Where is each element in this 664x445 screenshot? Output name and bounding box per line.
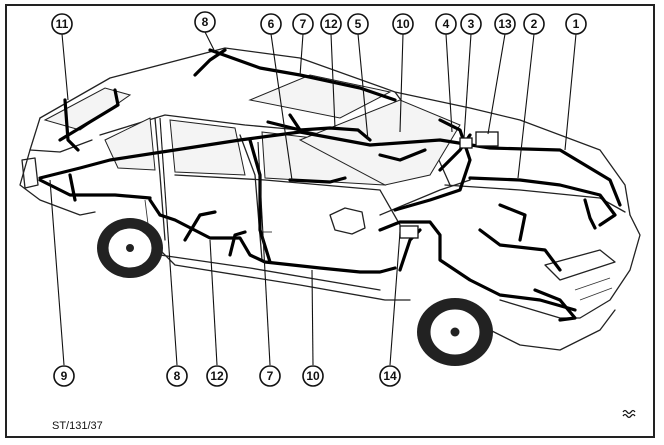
sunroof: [248, 74, 392, 119]
callout-8-bottom: 8: [166, 365, 188, 387]
svg-text:4: 4: [443, 17, 450, 31]
callout-8-top: 8: [194, 11, 216, 33]
harness-front-door: [288, 176, 347, 184]
callout-7-bottom: 7: [259, 365, 281, 387]
callout-6: 6: [260, 13, 282, 35]
rear-door-window: [169, 119, 246, 176]
callout-13: 13: [494, 13, 516, 35]
harness-tailgate: [63, 98, 80, 152]
svg-text:10: 10: [306, 369, 320, 383]
callout-4: 4: [435, 13, 457, 35]
svg-text:9: 9: [61, 369, 68, 383]
svg-text:14: 14: [383, 369, 397, 383]
harness-engine-bay: [378, 220, 577, 312]
svg-text:8: 8: [202, 15, 209, 29]
harness-rear-valance: [38, 178, 152, 200]
callout-10-top: 10: [392, 13, 414, 35]
diagram-frame: [5, 4, 655, 438]
callout-11: 11: [51, 13, 73, 35]
windscreen: [298, 99, 461, 186]
harness-sunroof: [266, 120, 372, 142]
rear-wheel: [97, 218, 163, 278]
front-wheel: [417, 298, 493, 366]
leader-lines: [49, 31, 577, 366]
door-mirror: [329, 207, 366, 235]
svg-text:3: 3: [468, 17, 475, 31]
connector-blocks: [399, 131, 499, 239]
callout-3: 3: [460, 13, 482, 35]
connector-block-13: [475, 131, 499, 147]
svg-text:7: 7: [300, 17, 307, 31]
callouts-top: 11 8 7 6 12 5 10 4 3 13 2 1: [51, 11, 587, 35]
callout-2: 2: [523, 13, 545, 35]
svg-text:12: 12: [324, 17, 338, 31]
svg-text:7: 7: [267, 369, 274, 383]
harness-roof-main: [38, 130, 622, 207]
harness-bulkhead: [468, 176, 617, 227]
reference-code: ST/131/37: [52, 420, 103, 432]
svg-text:5: 5: [355, 17, 362, 31]
svg-text:1: 1: [573, 17, 580, 31]
callout-12-bottom: 12: [206, 365, 228, 387]
callouts-bottom: 9 8 12 7 10 14: [53, 365, 401, 387]
callout-1: 1: [565, 13, 587, 35]
callout-10-bottom: 10: [302, 365, 324, 387]
callout-9: 9: [53, 365, 75, 387]
svg-text:8: 8: [174, 369, 181, 383]
svg-text:13: 13: [498, 17, 512, 31]
callout-12-top: 12: [320, 13, 342, 35]
callout-5: 5: [347, 13, 369, 35]
svg-text:10: 10: [396, 17, 410, 31]
connector-block-14: [399, 225, 419, 239]
callout-14: 14: [379, 365, 401, 387]
svg-text:2: 2: [531, 17, 538, 31]
wave-logo-icon: [622, 409, 636, 419]
svg-text:12: 12: [210, 369, 224, 383]
harness-b-pillar: [248, 138, 272, 264]
svg-text:11: 11: [56, 17, 69, 31]
harness-rear-header: [58, 88, 120, 142]
harness-dash: [393, 118, 472, 212]
svg-text:6: 6: [268, 17, 275, 31]
callout-7-top: 7: [292, 13, 314, 35]
